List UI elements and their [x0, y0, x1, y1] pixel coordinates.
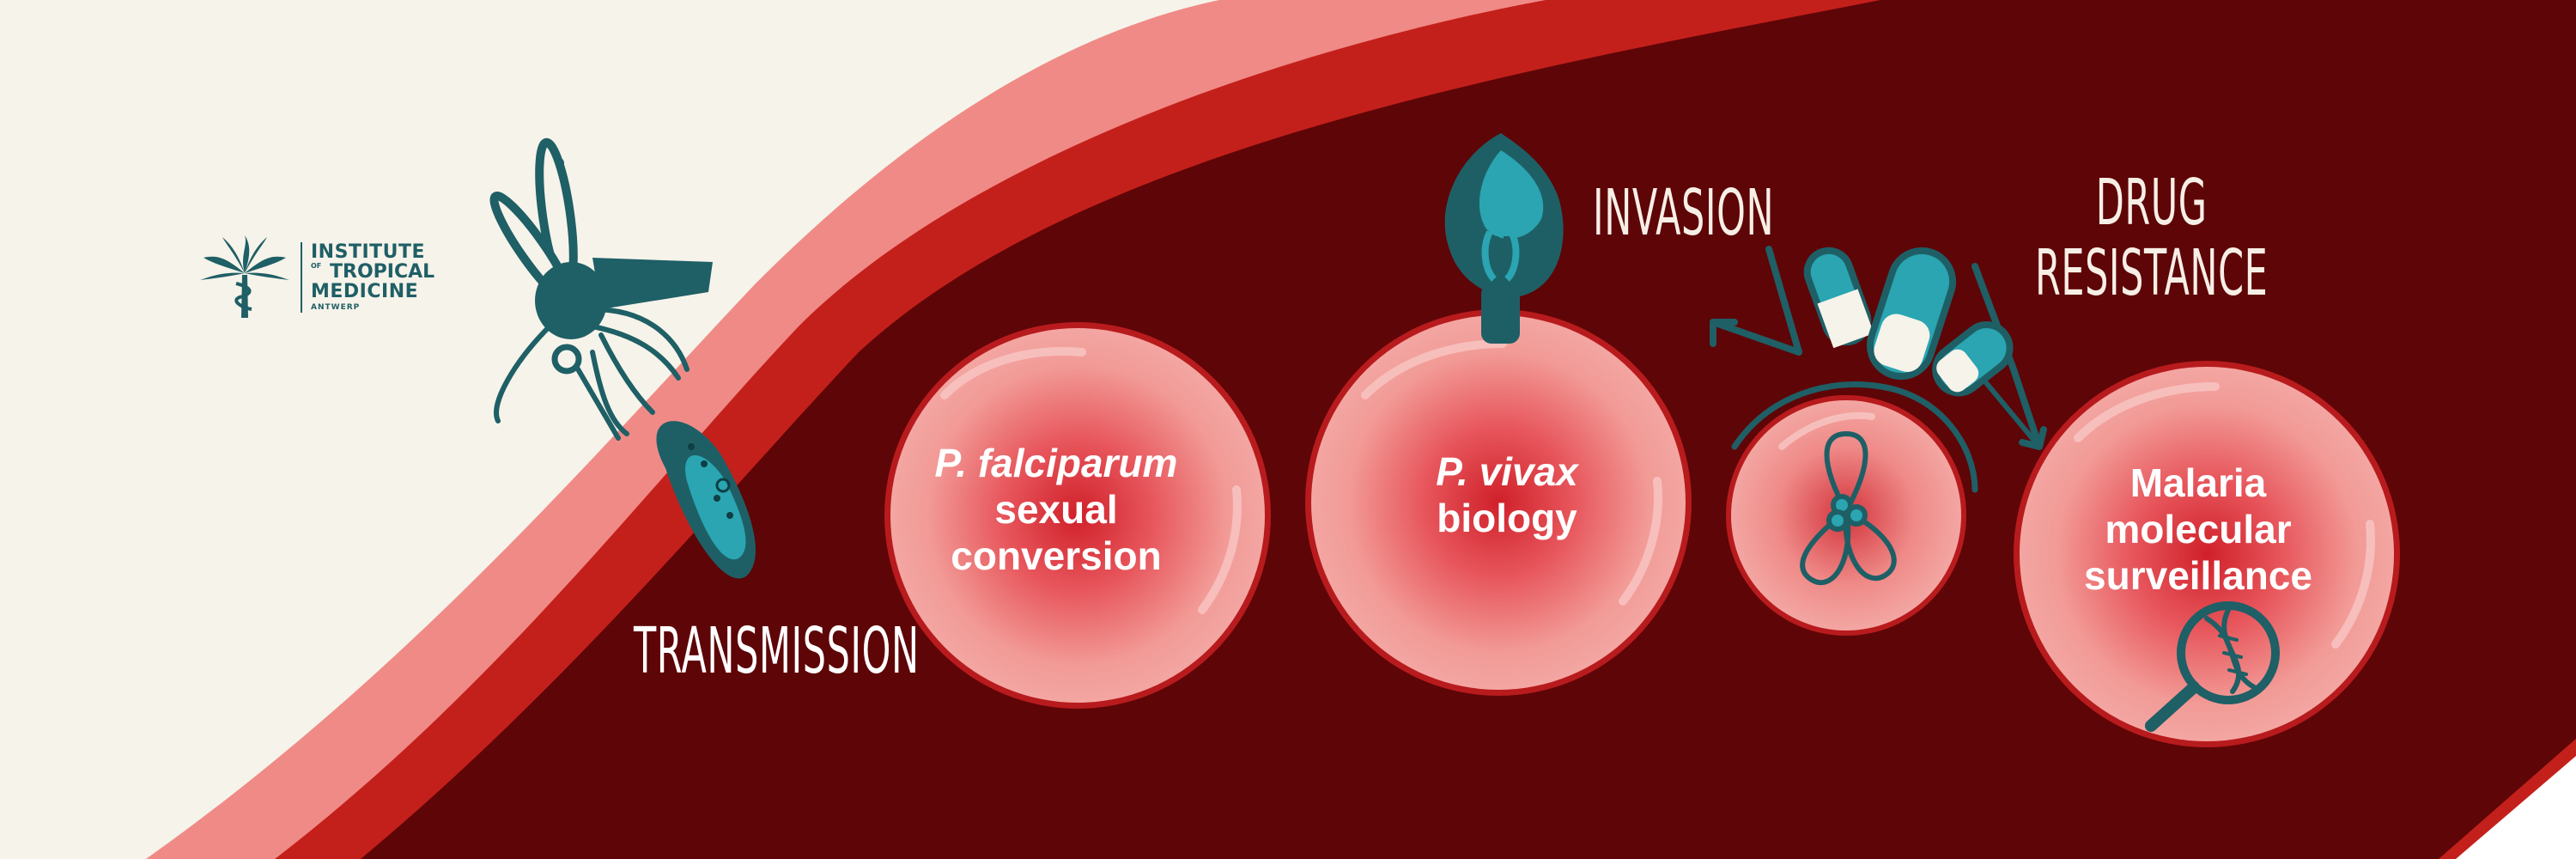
trophozoite-icon: [1800, 430, 1897, 586]
corner-cutout: [2456, 756, 2576, 859]
cell-label-malaria-line3: surveillance: [2084, 553, 2312, 598]
cell-label-malaria: Malaria molecular surveillance: [2035, 460, 2361, 599]
cell-label-vivax-species: P. vivax: [1436, 449, 1578, 494]
logo-line-institute: INSTITUTE: [311, 241, 426, 263]
logo-text: INSTITUTE OF TROPICAL MEDICINE ANTWERP: [301, 242, 483, 313]
label-transmission: TRANSMISSION: [634, 614, 920, 688]
label-drug-resistance: DRUG RESISTANCE: [2035, 168, 2268, 308]
cell-label-falciparum-line2: sexual: [994, 487, 1118, 532]
cell-label-falciparum-species: P. falciparum: [934, 441, 1178, 485]
logo-line-tropical: OF TROPICAL: [311, 263, 483, 282]
logo-line-tropical-text: TROPICAL: [330, 261, 435, 283]
red-blood-cell-malaria: [2014, 361, 2400, 747]
cell-label-malaria-line2: molecular: [2105, 507, 2292, 551]
label-drug-line1: DRUG: [2095, 166, 2208, 240]
cell-label-falciparum-line3: conversion: [951, 533, 1162, 578]
red-blood-cell-vivax: [1305, 309, 1692, 696]
parasite-icon: [656, 421, 756, 579]
red-blood-cell-falciparum: [884, 322, 1271, 709]
cell-label-vivax: P. vivax biology: [1335, 448, 1679, 541]
logo-line-medicine: MEDICINE: [311, 281, 419, 302]
logo-line-of: OF: [311, 262, 322, 270]
pill-icons: [1803, 247, 2014, 397]
institute-logo: INSTITUTE OF TROPICAL MEDICINE ANTWERP: [199, 234, 474, 328]
palm-logo-icon: [200, 235, 289, 318]
dna-magnifier-icon: [2145, 601, 2280, 732]
label-invasion: INVASION: [1593, 176, 1775, 250]
cell-label-falciparum: P. falciparum sexual conversion: [902, 440, 1211, 579]
logo-line-antwerp: ANTWERP: [311, 303, 361, 312]
label-drug-line2: RESISTANCE: [2035, 236, 2269, 310]
red-blood-cell-small: [1726, 395, 1966, 636]
mosquito-icon: [489, 137, 713, 441]
merozoite-icon: [1444, 133, 1564, 344]
cell-label-vivax-line2: biology: [1437, 496, 1577, 540]
cell-label-malaria-line1: Malaria: [2129, 460, 2267, 505]
